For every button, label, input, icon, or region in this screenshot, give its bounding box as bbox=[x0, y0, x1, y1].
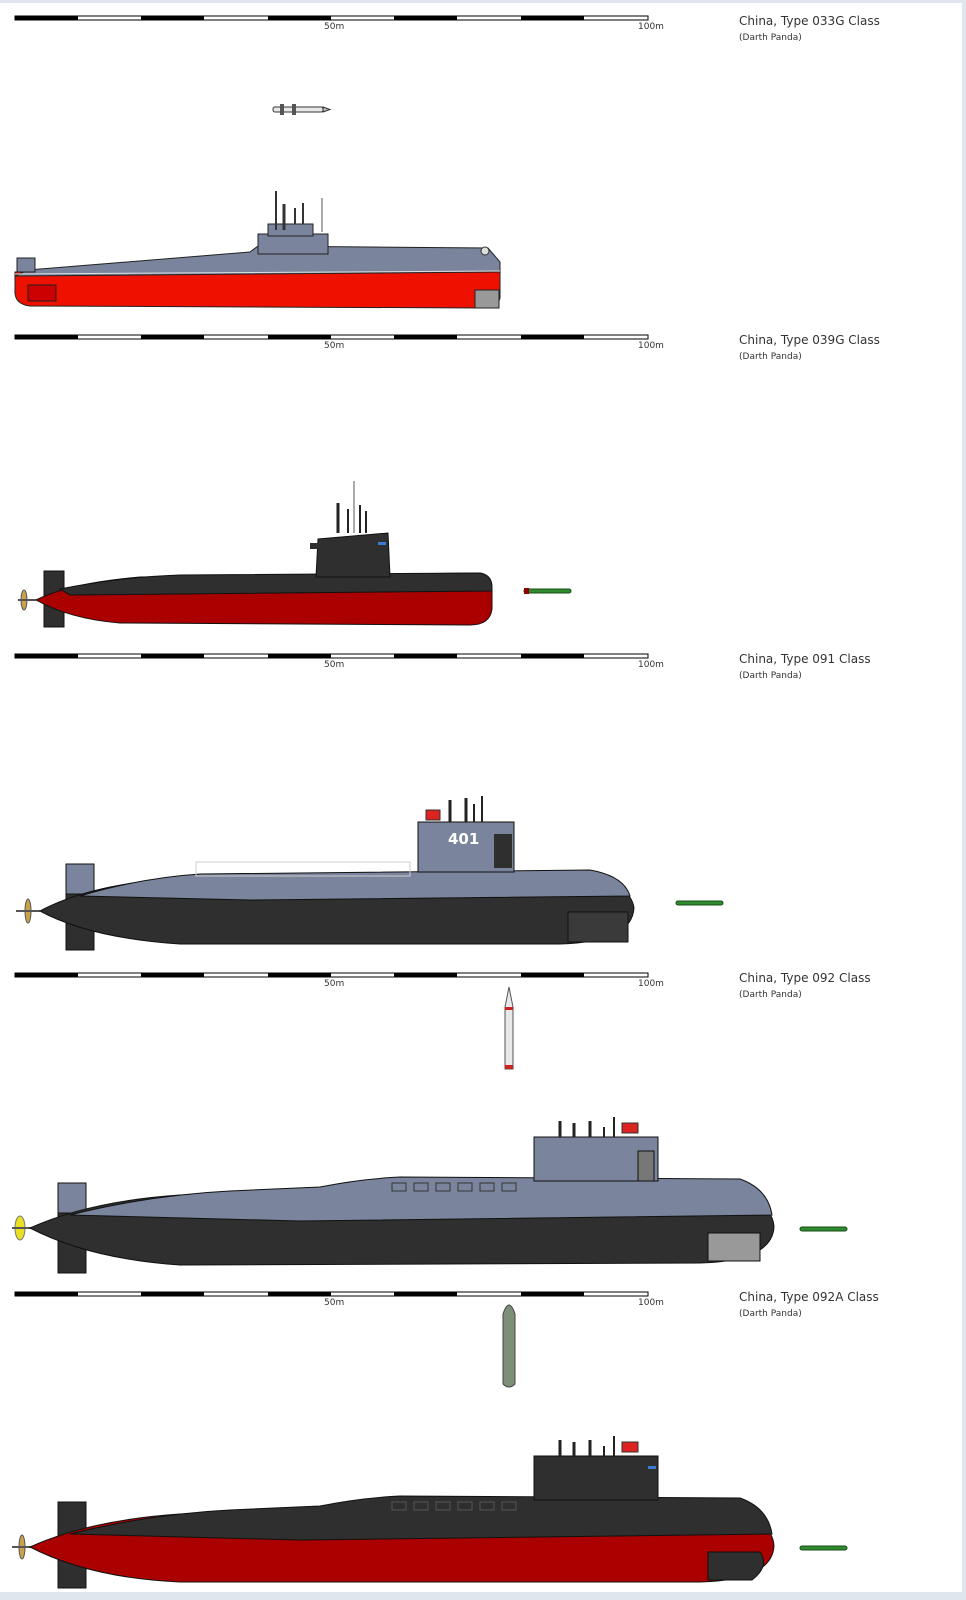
scale-label-50m: 50m bbox=[324, 341, 345, 351]
panel-type-033g: 50m 100m China, Type 033G Class (Darth P… bbox=[0, 0, 966, 319]
missile-icon bbox=[272, 104, 332, 115]
class-credit: (Darth Panda) bbox=[739, 671, 802, 681]
torpedo-icon bbox=[799, 1226, 848, 1232]
scale-bar bbox=[14, 15, 649, 21]
class-title: China, Type 092A Class bbox=[739, 1290, 879, 1304]
scale-label-50m: 50m bbox=[324, 979, 345, 989]
panel-type-091: 401 50m 100m China, Type 091 Class (Dart… bbox=[0, 638, 966, 957]
class-title: China, Type 091 Class bbox=[739, 652, 871, 666]
submarine-type-091 bbox=[16, 796, 635, 951]
scale-label-50m: 50m bbox=[324, 1298, 345, 1308]
scale-label-100m: 100m bbox=[638, 1298, 664, 1308]
hull-number: 401 bbox=[448, 830, 480, 848]
torpedo-icon bbox=[799, 1545, 848, 1551]
scale-bar bbox=[14, 972, 649, 978]
submarine-type-033g bbox=[14, 191, 501, 309]
scale-label-100m: 100m bbox=[638, 22, 664, 32]
panel-type-092a: 50m 100m China, Type 092A Class (Darth P… bbox=[0, 1276, 966, 1595]
class-credit: (Darth Panda) bbox=[739, 990, 802, 1000]
class-credit: (Darth Panda) bbox=[739, 33, 802, 43]
class-title: China, Type 039G Class bbox=[739, 333, 880, 347]
scale-label-100m: 100m bbox=[638, 660, 664, 670]
bottom-border bbox=[0, 1592, 966, 1600]
class-credit: (Darth Panda) bbox=[739, 352, 802, 362]
ballistic-missile-icon bbox=[504, 986, 514, 1070]
scale-label-50m: 50m bbox=[324, 660, 345, 670]
panel-type-039g: 50m 100m China, Type 039G Class (Darth P… bbox=[0, 319, 966, 638]
scale-bar bbox=[14, 334, 649, 340]
class-credit: (Darth Panda) bbox=[739, 1309, 802, 1319]
scale-label-100m: 100m bbox=[638, 341, 664, 351]
scale-label-100m: 100m bbox=[638, 979, 664, 989]
panel-type-092: 50m 100m China, Type 092 Class (Darth Pa… bbox=[0, 957, 966, 1276]
submarine-type-092 bbox=[12, 1117, 775, 1274]
right-border bbox=[962, 0, 966, 1600]
scale-bar bbox=[14, 653, 649, 659]
top-border bbox=[0, 0, 966, 3]
scale-bar bbox=[14, 1291, 649, 1297]
scale-label-50m: 50m bbox=[324, 22, 345, 32]
ballistic-missile-icon bbox=[502, 1304, 516, 1388]
submarine-type-092a bbox=[12, 1436, 775, 1589]
torpedo-icon bbox=[523, 588, 572, 594]
class-title: China, Type 092 Class bbox=[739, 971, 871, 985]
torpedo-icon bbox=[675, 900, 724, 906]
submarine-type-039g bbox=[18, 481, 493, 628]
class-title: China, Type 033G Class bbox=[739, 14, 880, 28]
